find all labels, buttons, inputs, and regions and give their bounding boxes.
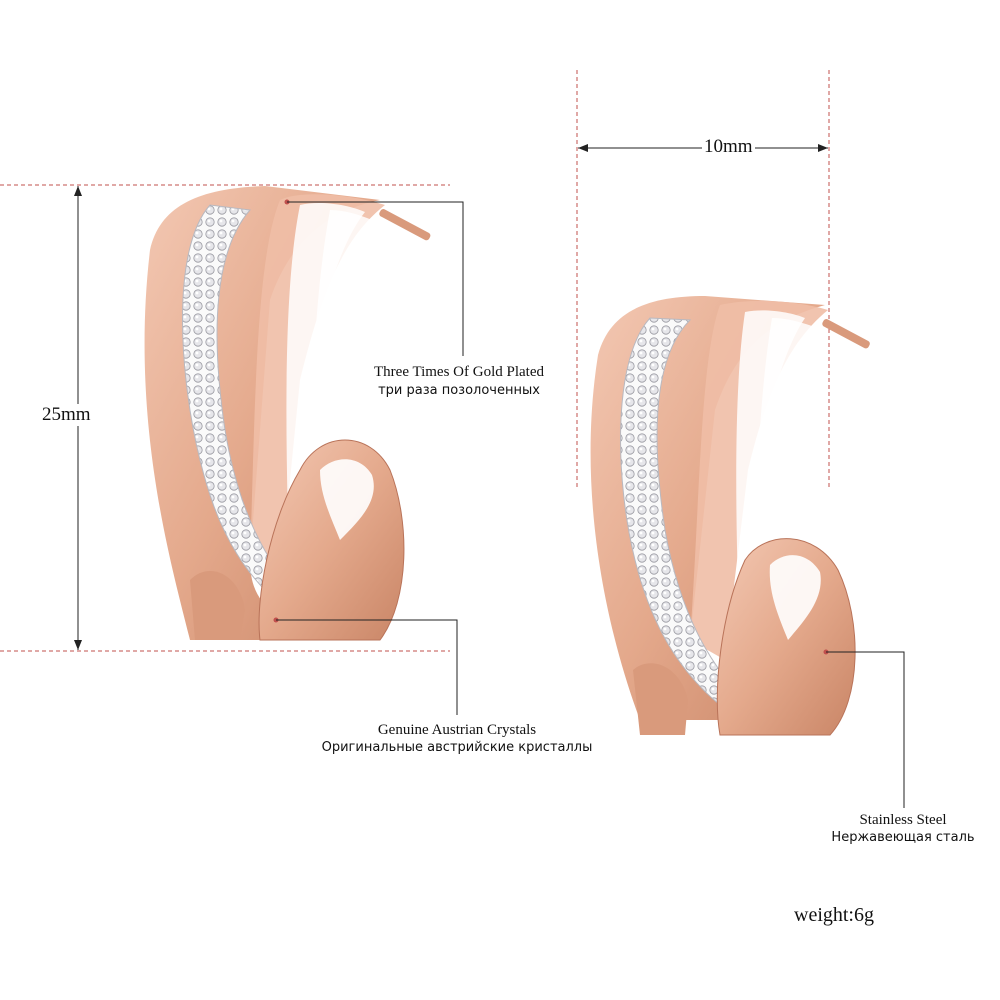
plating-callout-en: Three Times Of Gold Plated xyxy=(374,364,544,380)
width-dimension-label: 10mm xyxy=(702,136,755,158)
steel-callout-en: Stainless Steel xyxy=(859,812,947,828)
steel-callout-ru: Нержавеющая сталь xyxy=(831,830,975,845)
height-dimension-label: 25mm xyxy=(40,404,93,426)
callout-leaders xyxy=(273,199,905,808)
crystals-callout-en: Genuine Austrian Crystals xyxy=(377,722,537,738)
plating-callout-ru: три раза позолоченных xyxy=(378,383,540,398)
weight-label: weight:6g xyxy=(794,904,874,926)
left-earring xyxy=(144,186,431,641)
right-earring xyxy=(590,296,870,736)
crystals-callout-ru: Оригинальные австрийские кристаллы xyxy=(321,740,593,755)
